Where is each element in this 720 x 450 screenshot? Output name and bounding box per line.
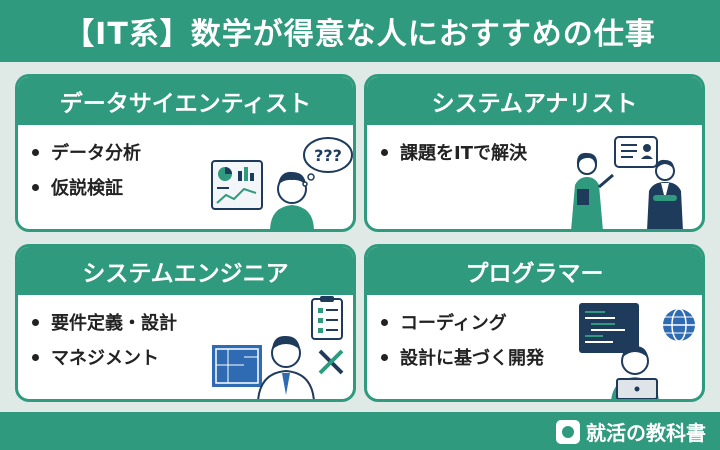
card-programmer: プログラマー コーディング 設計に基づく開発	[364, 244, 705, 402]
card-list: 要件定義・設計 マネジメント	[32, 309, 177, 379]
list-item: 課題をITで解決	[381, 139, 527, 165]
card-data-scientist: データサイエンティスト データ分析 仮説検証 ???	[15, 74, 356, 232]
list-item: データ分析	[32, 139, 141, 165]
list-item: コーディング	[381, 309, 544, 335]
list-item: 仮説検証	[32, 174, 141, 200]
card-list: データ分析 仮説検証	[32, 139, 141, 209]
list-item: 要件定義・設計	[32, 309, 177, 335]
title-bar: 【IT系】数学が得意な人におすすめの仕事	[0, 0, 720, 62]
card-header: システムエンジニア	[18, 247, 353, 295]
card-title: システムエンジニア	[82, 261, 289, 287]
card-header: プログラマー	[367, 247, 702, 295]
card-list: 課題をITで解決	[381, 139, 527, 174]
engineer-illustration	[212, 296, 344, 399]
question-marks: ???	[314, 146, 342, 165]
card-header: システムアナリスト	[367, 77, 702, 125]
card-title: データサイエンティスト	[59, 91, 312, 117]
list-item: マネジメント	[32, 344, 177, 370]
card-title: プログラマー	[465, 261, 604, 287]
programmer-illustration	[579, 303, 695, 399]
card-list: コーディング 設計に基づく開発	[381, 309, 544, 379]
brand-logo: 就活の教科書	[556, 417, 706, 446]
business-meeting-illustration	[571, 136, 683, 229]
footer: 就活の教科書	[0, 412, 720, 450]
card-system-engineer: システムエンジニア 要件定義・設計 マネジメント	[15, 244, 356, 402]
main-area: データサイエンティスト データ分析 仮説検証 ???	[0, 62, 720, 412]
brand-name: 就活の教科書	[586, 421, 706, 445]
card-title: システムアナリスト	[431, 91, 638, 117]
card-system-analyst: システムアナリスト 課題をITで解決	[364, 74, 705, 232]
list-item: 設計に基づく開発	[381, 344, 544, 370]
card-header: データサイエンティスト	[18, 77, 353, 125]
book-icon	[556, 419, 580, 444]
page-title: 【IT系】数学が得意な人におすすめの仕事	[64, 17, 656, 52]
data-analyst-illustration: ???	[211, 137, 353, 229]
